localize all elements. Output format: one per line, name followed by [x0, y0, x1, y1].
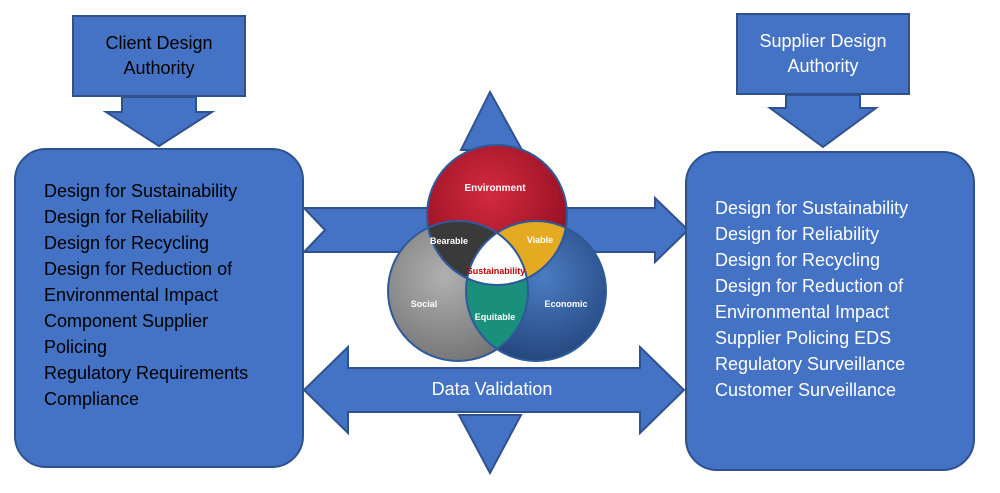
client-requirements-panel: Design for Sustainability Design for Rel… — [14, 148, 304, 468]
sustainability-label: Sustainability — [467, 266, 526, 276]
economic-label: Economic — [544, 299, 587, 309]
list-item: Compliance — [44, 389, 140, 409]
social-label: Social — [411, 299, 438, 309]
equitable-label: Equitable — [475, 312, 516, 322]
viable-label: Viable — [527, 235, 553, 245]
supplier-authority-line-1: Supplier Design — [759, 31, 887, 51]
list-item: Design for Sustainability — [44, 181, 238, 201]
list-item: Component Supplier — [44, 311, 209, 331]
environment-label: Environment — [464, 183, 526, 194]
list-item: Regulatory Surveillance — [715, 354, 906, 374]
list-item: Design for Recycling — [44, 233, 210, 253]
client-authority-line-2: Authority — [123, 58, 195, 78]
supplier-authority-down-arrow — [766, 94, 880, 149]
down-arrow — [457, 414, 523, 476]
supplier-requirements-list: Design for Sustainability Design for Rel… — [715, 195, 908, 403]
list-item: Design for Reliability — [715, 224, 880, 244]
client-authority-down-arrow — [102, 96, 216, 148]
list-item: Environmental Impact — [715, 302, 890, 322]
list-item: Design for Reduction of — [715, 276, 904, 296]
data-validation-double-arrow — [302, 344, 686, 436]
supplier-design-authority-box: Supplier Design Authority — [736, 13, 910, 95]
list-item: Environmental Impact — [44, 285, 219, 305]
list-item: Customer Surveillance — [715, 380, 897, 400]
client-requirements-list: Design for Sustainability Design for Rel… — [44, 178, 248, 412]
list-item: Design for Reduction of — [44, 259, 233, 279]
list-item: Policing — [44, 337, 108, 357]
supplier-authority-line-2: Authority — [787, 56, 859, 76]
data-validation-label: Data Validation — [431, 379, 553, 399]
list-item: Supplier Policing EDS — [715, 328, 892, 348]
bearable-label: Bearable — [430, 236, 468, 246]
list-item: Design for Reliability — [44, 207, 209, 227]
list-item: Design for Recycling — [715, 250, 881, 270]
list-item: Design for Sustainability — [715, 198, 909, 218]
client-design-authority-box: Client Design Authority — [72, 15, 246, 97]
up-arrow — [459, 89, 524, 151]
list-item: Regulatory Requirements — [44, 363, 249, 383]
client-authority-line-1: Client Design — [105, 33, 213, 53]
supplier-requirements-panel: Design for Sustainability Design for Rel… — [685, 151, 975, 471]
